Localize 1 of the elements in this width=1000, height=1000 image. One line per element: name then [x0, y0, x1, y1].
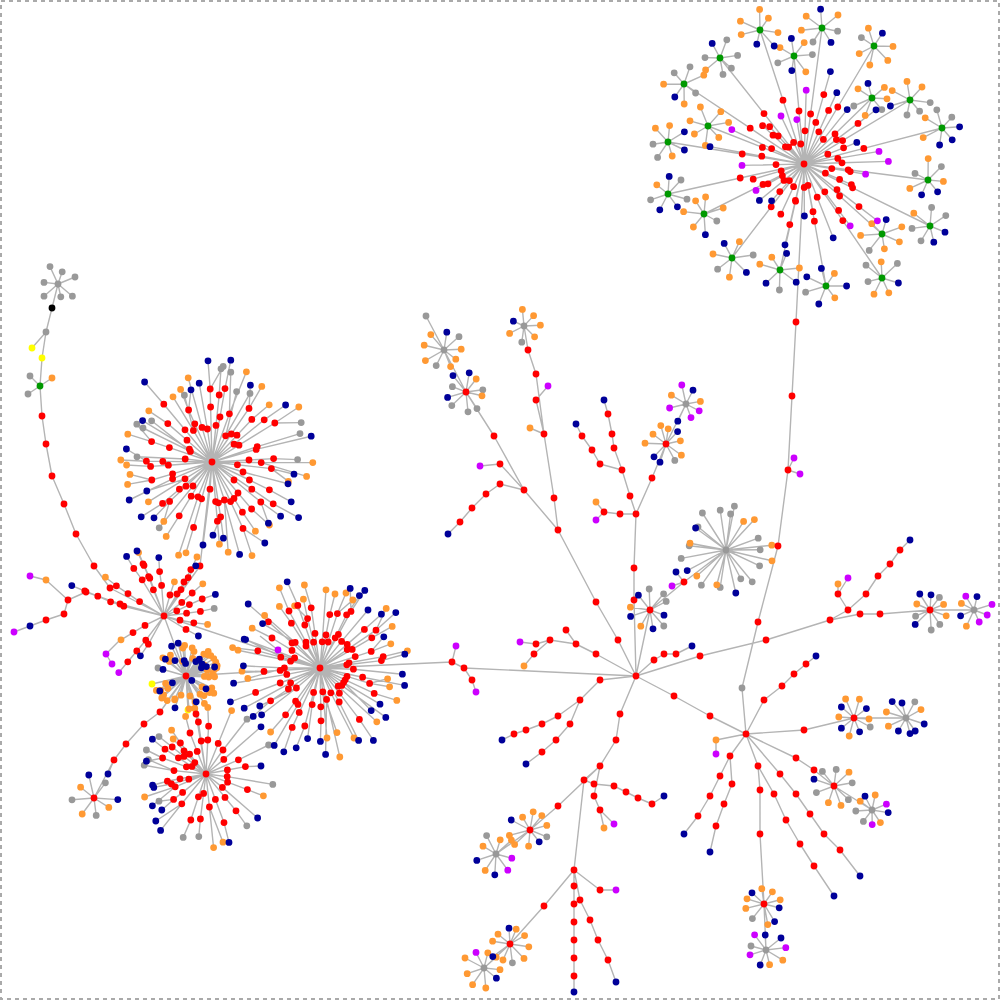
network-graph-drawing	[0, 0, 1000, 1000]
